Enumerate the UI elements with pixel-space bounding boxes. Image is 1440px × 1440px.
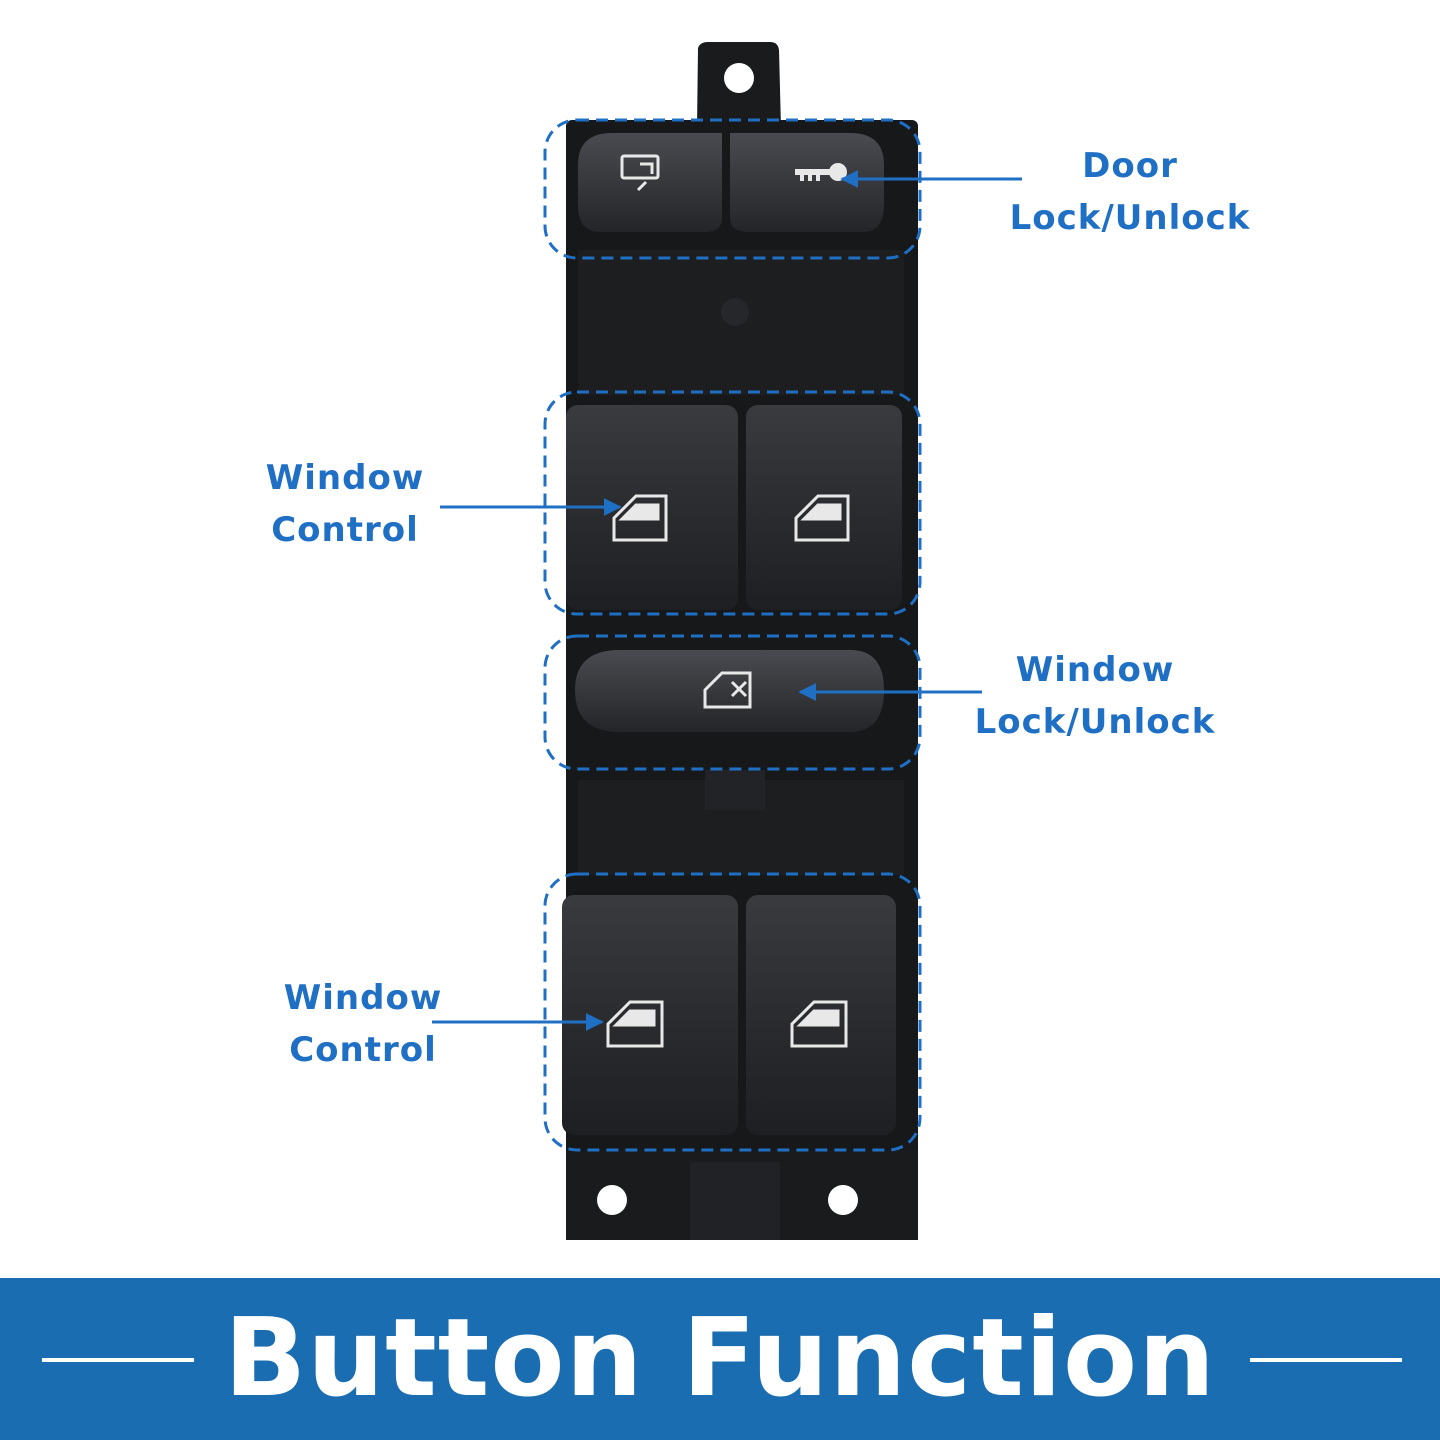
window-button-front-left[interactable] bbox=[566, 405, 738, 610]
window-icon bbox=[790, 1000, 848, 1048]
callout-box-window-lock bbox=[543, 634, 922, 771]
window-lock-label-line2: Lock/Unlock bbox=[974, 702, 1216, 742]
window-control-front-label: Window Control bbox=[240, 452, 450, 556]
window-control-front-label-line2: Control bbox=[271, 510, 419, 550]
banner-title: Button Function bbox=[223, 1296, 1217, 1421]
window-control-rear-label-line2: Control bbox=[289, 1030, 437, 1070]
window-control-front-label-line1: Window bbox=[265, 458, 425, 498]
window-lock-label: Window Lock/Unlock bbox=[950, 644, 1240, 748]
window-icon bbox=[794, 494, 850, 542]
switch-panel-illustration bbox=[432, 42, 1022, 1240]
window-button-front-right[interactable] bbox=[746, 405, 902, 610]
window-button-rear-left[interactable] bbox=[562, 895, 738, 1135]
banner-rule-right bbox=[1250, 1358, 1402, 1362]
door-lock-label-line1: Door bbox=[1082, 146, 1178, 186]
mirror-button[interactable] bbox=[578, 133, 722, 232]
window-lock-icon bbox=[703, 671, 752, 709]
door-lock-label-line2: Lock/Unlock bbox=[1009, 198, 1251, 238]
callout-box-door-lock bbox=[543, 118, 922, 260]
window-button-rear-right[interactable] bbox=[746, 895, 896, 1135]
top-mount-tab bbox=[697, 42, 781, 128]
window-lock-button[interactable] bbox=[575, 650, 884, 732]
title-banner: Button Function bbox=[0, 1278, 1440, 1440]
mirror-icon bbox=[620, 154, 660, 192]
door-lock-label: Door Lock/Unlock bbox=[990, 140, 1270, 244]
callout-box-window-rear bbox=[543, 872, 922, 1152]
banner-rule-left bbox=[42, 1358, 194, 1362]
window-lock-label-line1: Window bbox=[1015, 650, 1175, 690]
window-icon bbox=[612, 494, 668, 542]
window-icon bbox=[606, 1000, 664, 1048]
callout-box-window-front bbox=[543, 390, 922, 616]
window-control-rear-label-line1: Window bbox=[283, 978, 443, 1018]
door-lock-button[interactable] bbox=[730, 133, 884, 232]
window-control-rear-label: Window Control bbox=[258, 972, 468, 1076]
